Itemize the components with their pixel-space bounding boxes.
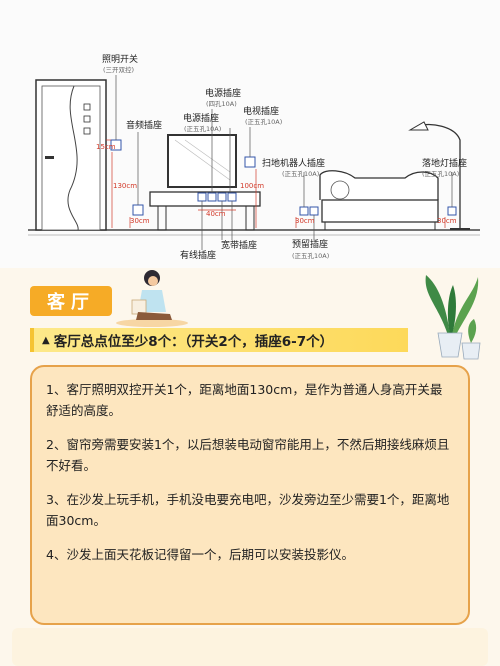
- dim-40cm: 40cm: [206, 210, 226, 218]
- power-socket-top-label: 电源插座: [205, 89, 242, 99]
- robot-socket-label: 扫地机器人插座: [262, 159, 326, 169]
- tips-panel: 1、客厅照明双控开关1个，距离地面130cm，是作为普通人身高开关最舒适的高度。…: [30, 365, 470, 625]
- dim-15cm: 15cm: [96, 143, 116, 151]
- summary-text: 客厅总点位至少8个：（开关2个，插座6-7个）: [53, 334, 334, 350]
- tip-item: 2、窗帘旁需要安装1个，以后想装电动窗帘能用上，不然后期接线麻烦且不好看。: [46, 437, 450, 473]
- summary-bar: ▲ 客厅总点位至少8个：（开关2个，插座6-7个）: [30, 328, 408, 352]
- light-switch-label: 照明开关: [102, 55, 139, 65]
- power-socket-mid-label: 电源插座: [183, 114, 220, 124]
- potted-plant-illustration: [425, 275, 481, 360]
- living-room-socket-diagram: 照明开关 (三开双控) 音频插座 电源插座 (四孔10A) 电源插座 (正五孔1…: [0, 0, 500, 268]
- triangle-icon: ▲: [42, 334, 50, 346]
- dim-30cm-sofa: 30cm: [295, 217, 315, 225]
- audio-socket-label: 音频插座: [126, 121, 163, 131]
- power-socket-top-note: (四孔10A): [206, 100, 237, 108]
- dim-100cm: 100cm: [240, 182, 265, 190]
- dim-30cm-right: 30cm: [437, 217, 457, 225]
- power-socket-mid-note: (正五孔10A): [184, 125, 222, 133]
- light-switch-note: (三开双控): [103, 66, 135, 74]
- door-drawing: [35, 79, 107, 231]
- bottom-decor-bar: [12, 628, 488, 666]
- sofa-drawing: [319, 170, 439, 230]
- tv-drawing: [167, 134, 237, 188]
- floor-lamp-drawing: [408, 121, 470, 230]
- tip-item: 1、客厅照明双控开关1个，距离地面130cm，是作为普通人身高开关最舒适的高度。: [46, 382, 443, 418]
- woman-reading-illustration: [116, 270, 188, 327]
- reserved-socket-label: 预留插座: [292, 240, 329, 250]
- tv-socket-note: (正五孔10A): [245, 118, 283, 126]
- broadband-socket-label: 宽带插座: [221, 241, 258, 251]
- reserved-socket-note: (正五孔10A): [292, 252, 330, 260]
- floor-lamp-socket-label: 落地灯插座: [422, 159, 468, 169]
- tip-item: 3、在沙发上玩手机，手机没电要充电吧，沙发旁边至少需要1个，距离地面30cm。: [46, 492, 450, 528]
- tv-socket-label: 电视插座: [243, 107, 280, 117]
- diagram-drawing: [28, 75, 480, 250]
- floor-lamp-socket-note: (正五孔10A): [422, 170, 460, 178]
- section-title-tag: 客厅: [30, 286, 112, 316]
- robot-socket-note: (正五孔10A): [282, 170, 320, 178]
- dim-30cm-left: 30cm: [130, 217, 150, 225]
- dim-130cm: 130cm: [113, 182, 138, 190]
- tip-item: 4、沙发上面天花板记得留一个，后期可以安装投影仪。: [46, 547, 354, 562]
- cable-socket-label: 有线插座: [180, 251, 217, 261]
